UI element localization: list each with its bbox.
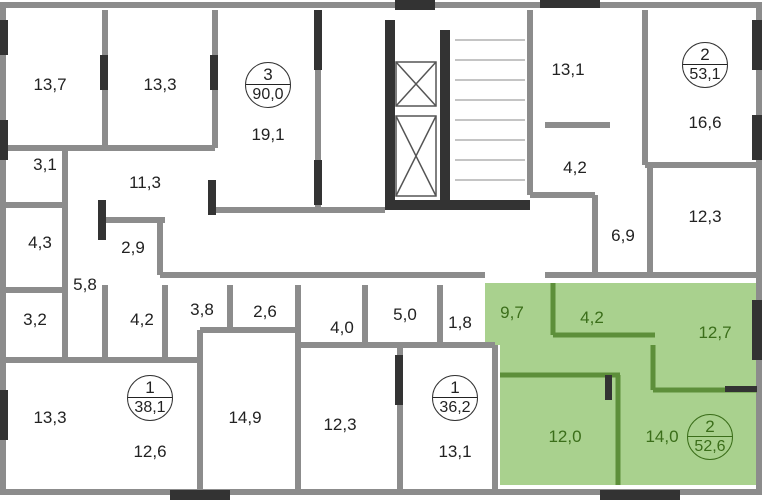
apartment-area: 38,1 [134,399,166,416]
apartment-rooms: 3 [246,63,290,85]
room-area: 13,7 [33,75,67,94]
room-area: 12,6 [133,442,167,461]
room-area: 13,3 [143,75,177,94]
room-area: 13,1 [438,442,472,461]
room-area: 3,1 [33,155,57,174]
room-area: 14,9 [228,408,262,427]
apartment-rooms: 2 [688,415,732,437]
room-area: 12,0 [548,427,582,446]
room-area: 2,6 [253,302,277,321]
room-area: 11,3 [129,173,161,192]
room-area: 4,0 [330,318,354,337]
apartment-rooms: 2 [683,43,727,65]
room-area: 12,7 [698,323,732,342]
apartment-area: 36,2 [439,399,471,416]
room-area: 4,2 [563,158,587,177]
room-area: 14,0 [645,427,679,446]
room-area: 3,8 [190,300,214,319]
room-area: 3,2 [23,310,47,329]
room-area: 9,7 [500,303,524,322]
apartment-rooms: 1 [128,376,172,398]
room-area: 5,0 [393,305,417,324]
room-area: 4,2 [580,308,604,327]
apartment-area: 90,0 [252,86,284,103]
room-area: 1,8 [448,313,472,332]
apartment-area: 52,6 [694,438,726,455]
room-area: 12,3 [323,415,357,434]
room-area: 2,9 [121,238,145,257]
apartment-area: 53,1 [689,66,721,83]
room-area: 6,9 [611,226,635,245]
room-area: 12,3 [688,207,722,226]
room-area: 4,3 [28,233,52,252]
room-area: 5,8 [73,275,97,294]
room-area: 4,2 [130,310,154,329]
apartment-rooms: 1 [433,376,477,398]
room-area: 13,1 [551,60,585,79]
room-area: 13,3 [33,408,67,427]
room-area: 19,1 [251,125,285,144]
room-area: 16,6 [688,113,722,132]
